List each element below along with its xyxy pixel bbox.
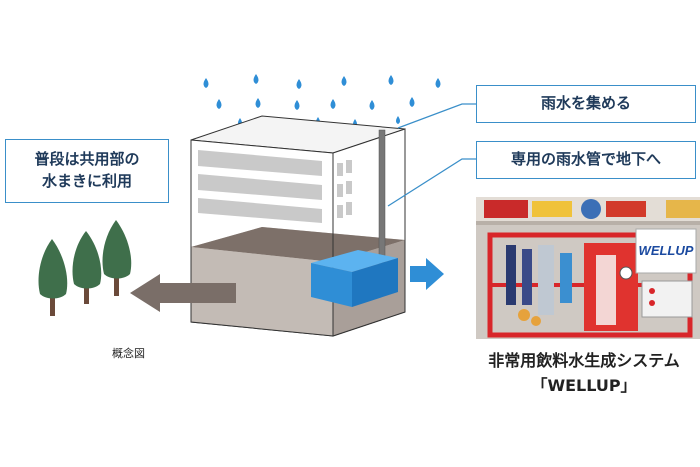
window-stripe — [198, 198, 322, 223]
window-stripe — [198, 150, 322, 176]
pipe-callout: 専用の雨水管で地下へ — [476, 141, 696, 179]
rain-drop — [435, 78, 441, 88]
usage-line2: 水まきに利用 — [41, 172, 132, 190]
pipe-text: 専用の雨水管で地下へ — [510, 150, 661, 169]
system-name: 非常用飲料水生成システム — [488, 351, 680, 370]
leader-line-pipe — [387, 158, 476, 207]
usage-line1: 普段は共用部の — [34, 150, 140, 169]
system-arrow — [410, 258, 444, 290]
rain-drop — [255, 98, 261, 108]
rain-drop — [396, 116, 400, 124]
water-tank — [311, 250, 398, 307]
tree — [38, 239, 68, 316]
window-stripe — [198, 174, 322, 200]
collect-rain-text: 雨水を集める — [540, 94, 631, 113]
usage-callout: 普段は共用部の 水まきに利用 — [5, 139, 169, 203]
leader-line-rain — [397, 103, 476, 129]
rain-drop — [294, 100, 300, 110]
rain-pipe — [378, 129, 386, 266]
rain-drop — [253, 74, 259, 84]
usage-arrow — [130, 274, 236, 312]
tree — [72, 231, 102, 304]
rain-drop — [409, 97, 415, 107]
rain-drop — [369, 100, 375, 110]
system-caption: 非常用飲料水生成システム 「WELLUP」 — [470, 349, 698, 399]
rain-drop — [203, 78, 209, 88]
rain-drop — [330, 99, 336, 109]
rain-drop — [296, 79, 302, 89]
tree — [102, 220, 132, 296]
rain-drop — [388, 75, 394, 85]
collect-rain-callout: 雨水を集める — [476, 85, 696, 123]
wellup-logo: WELLUP — [639, 243, 694, 258]
rain-drop — [341, 76, 347, 86]
rain-drops — [203, 74, 441, 128]
side-windows — [337, 160, 352, 218]
rain-drop — [216, 99, 222, 109]
trees — [38, 220, 132, 316]
diagram-caption: 概念図 — [112, 347, 145, 360]
system-brand: 「WELLUP」 — [531, 375, 637, 395]
wellup-system-photo: WELLUP — [476, 197, 700, 339]
